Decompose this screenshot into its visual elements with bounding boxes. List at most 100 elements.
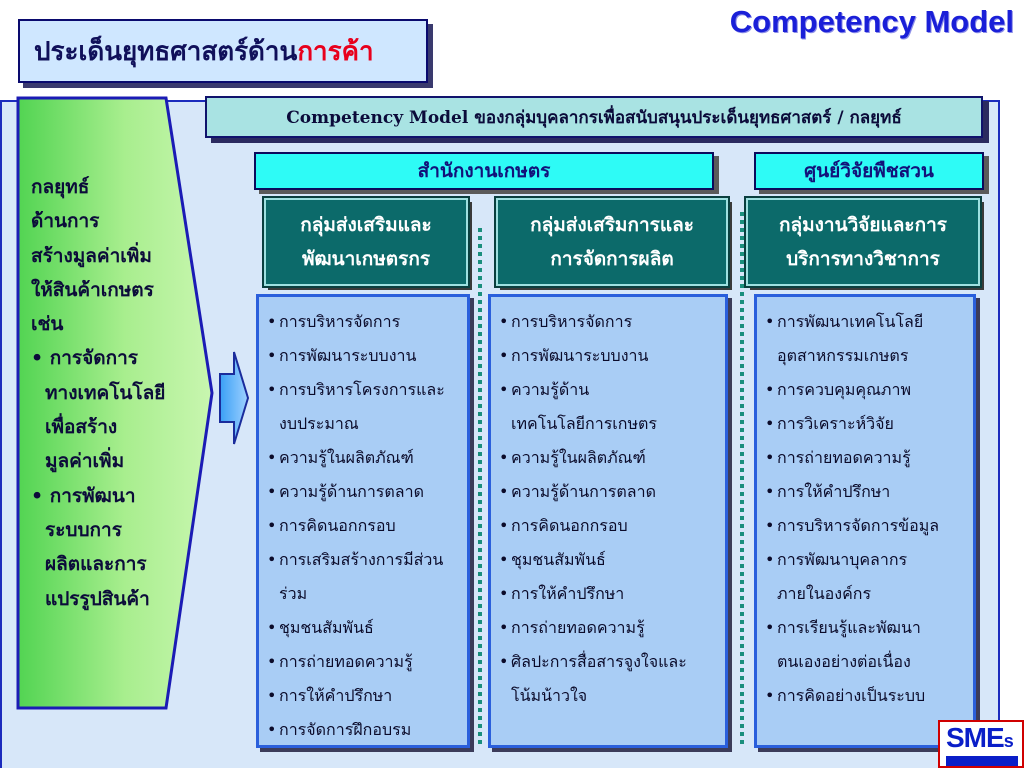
competency-item: •การเสริมสร้างการมีส่วนร่วม — [267, 543, 461, 611]
bullet-icon: • — [267, 312, 277, 331]
competency-item: •การให้คำปรึกษา — [499, 577, 719, 611]
competency-item: •การบริหารจัดการ — [499, 305, 719, 339]
bullet-icon: • — [765, 618, 775, 637]
strategy-line: ด้านการ — [31, 210, 100, 233]
competency-item: •ศิลปะการสื่อสารจูงใจและโน้มน้าวใจ — [499, 645, 719, 713]
strategy-line: ผลิตและการ — [45, 553, 147, 576]
competency-text: การถ่ายทอดความรู้ — [777, 448, 911, 467]
competency-item: •การควบคุมคุณภาพ — [765, 373, 967, 407]
competency-text: ความรู้ด้านการตลาด — [279, 482, 424, 501]
bullet-icon: • — [499, 312, 509, 331]
group-production-management: กลุ่มส่งเสริมการและ การจัดการผลิต — [494, 196, 730, 288]
strategy-line: ให้สินค้าเกษตร — [31, 278, 154, 301]
competency-text: ชุมชนสัมพันธ์ — [279, 618, 374, 637]
group-farmer-development: กลุ่มส่งเสริมและ พัฒนาเกษตรกร — [262, 196, 470, 288]
bullet-icon: • — [499, 482, 509, 501]
bullet-icon: • — [765, 448, 775, 467]
bullet-icon: • — [267, 482, 277, 501]
competency-text: การถ่ายทอดความรู้ — [511, 618, 645, 637]
bullet-icon: • — [765, 516, 775, 535]
competency-text: ความรู้ในผลิตภัณฑ์ — [279, 448, 414, 467]
competency-text: เทคโนโลยีการเกษตร — [511, 414, 657, 433]
competency-text: อุตสาหกรรมเกษตร — [777, 346, 909, 365]
competency-text: การให้คำปรึกษา — [777, 482, 891, 501]
bullet-icon: • — [267, 720, 277, 739]
competency-item: •การถ่ายทอดความรู้ — [765, 441, 967, 475]
group-research-services: กลุ่มงานวิจัยและการ บริการทางวิชาการ — [744, 196, 982, 288]
strategy-line: • การพัฒนา — [31, 484, 136, 507]
strategy-arrow-panel — [16, 96, 214, 710]
strategy-line: ทางเทคโนโลยี — [45, 381, 166, 404]
bullet-icon: • — [267, 448, 277, 467]
topic-prefix: ประเด็นยุทธศาสตร์ด้าน — [34, 36, 298, 67]
competency-text: การเรียนรู้และพัฒนา — [777, 618, 921, 637]
bullet-icon: • — [267, 686, 277, 705]
strategy-line: ระบบการ — [45, 518, 122, 541]
strategy-line: มูลค่าเพิ่ม — [45, 450, 125, 473]
competency-text: ความรู้ด้านการตลาด — [511, 482, 656, 501]
competency-item: •การพัฒนาบุคลากรภายในองค์กร — [765, 543, 967, 611]
competency-item: •การให้คำปรึกษา — [765, 475, 967, 509]
bullet-icon: • — [499, 448, 509, 467]
bullet-icon: • — [765, 482, 775, 501]
bullet-icon: • — [267, 346, 277, 365]
competency-text: การพัฒนาเทคโนโลยี — [777, 312, 924, 331]
competency-text: การบริหารจัดการข้อมูล — [777, 516, 940, 535]
competency-item: •ชุมชนสัมพันธ์ — [499, 543, 719, 577]
strategy-line: แปรรูปสินค้า — [45, 587, 150, 610]
competency-text: การบริหารโครงการและ — [279, 380, 445, 399]
strategic-topic-box: ประเด็นยุทธศาสตร์ด้านการค้า — [18, 19, 428, 83]
competency-list-research-services: •การพัฒนาเทคโนโลยีอุตสาหกรรมเกษตร•การควบ… — [754, 294, 976, 748]
dotted-divider — [740, 212, 744, 748]
competency-item: •การถ่ายทอดความรู้ — [499, 611, 719, 645]
competency-item: •ความรู้ในผลิตภัณฑ์ — [499, 441, 719, 475]
competency-text: การวิเคราะห์วิจัย — [777, 414, 894, 433]
competency-item: •ชุมชนสัมพันธ์ — [267, 611, 461, 645]
bullet-icon: • — [267, 618, 277, 637]
page-title: Competency Model — [729, 4, 1014, 39]
bullet-icon: • — [267, 516, 277, 535]
bullet-icon: • — [765, 550, 775, 569]
competency-item: •การพัฒนาเทคโนโลยีอุตสาหกรรมเกษตร — [765, 305, 967, 373]
competency-text: การบริหารจัดการ — [511, 312, 633, 331]
bullet-icon: • — [499, 516, 509, 535]
competency-item: •การบริหารจัดการ — [267, 305, 461, 339]
competency-item: •การพัฒนาระบบงาน — [267, 339, 461, 373]
office-agriculture: สำนักงานเกษตร — [254, 152, 714, 190]
competency-text: ชุมชนสัมพันธ์ — [511, 550, 606, 569]
bullet-icon: • — [499, 652, 509, 671]
competency-text: ภายในองค์กร — [777, 584, 872, 603]
bullet-icon: • — [765, 414, 775, 433]
competency-text: การบริหารจัดการ — [279, 312, 401, 331]
topic-highlight: การค้า — [297, 36, 374, 67]
bullet-icon: • — [765, 312, 775, 331]
competency-text: ความรู้ด้าน — [511, 380, 590, 399]
competency-text: การพัฒนาระบบงาน — [511, 346, 649, 365]
bullet-icon: • — [499, 550, 509, 569]
competency-text: การควบคุมคุณภาพ — [777, 380, 911, 399]
competency-item: •การพัฒนาระบบงาน — [499, 339, 719, 373]
strategy-line: • การจัดการ — [31, 347, 138, 370]
competency-text: การถ่ายทอดความรู้ — [279, 652, 413, 671]
strategy-text: กลยุทธ์ด้านการสร้างมูลค่าเพิ่มให้สินค้าเ… — [31, 170, 211, 616]
strategy-line: กลยุทธ์ — [31, 176, 90, 198]
bullet-icon: • — [499, 584, 509, 603]
competency-text: การพัฒนาบุคลากร — [777, 550, 908, 569]
competency-text: ศิลปะการสื่อสารจูงใจและ — [511, 652, 687, 671]
competency-item: •การคิดนอกกรอบ — [267, 509, 461, 543]
competency-model-header: Competency Model ของกลุ่มบุคลากรเพื่อสนั… — [205, 96, 983, 138]
bullet-icon: • — [267, 550, 277, 569]
competency-item: •การให้คำปรึกษา — [267, 679, 461, 713]
competency-text: งบประมาณ — [279, 414, 359, 433]
competency-text: การเสริมสร้างการมีส่วน — [279, 550, 444, 569]
competency-text: การให้คำปรึกษา — [511, 584, 625, 603]
smes-logo: SMEs — [938, 720, 1024, 768]
competency-item: •ความรู้ด้านการตลาด — [499, 475, 719, 509]
bullet-icon: • — [499, 346, 509, 365]
strategy-line: เช่น — [31, 313, 64, 336]
small-arrow-icon — [219, 351, 250, 445]
bullet-icon: • — [499, 618, 509, 637]
bullet-icon: • — [765, 686, 775, 705]
competency-text: ความรู้ในผลิตภัณฑ์ — [511, 448, 646, 467]
competency-item: •การคิดนอกกรอบ — [499, 509, 719, 543]
